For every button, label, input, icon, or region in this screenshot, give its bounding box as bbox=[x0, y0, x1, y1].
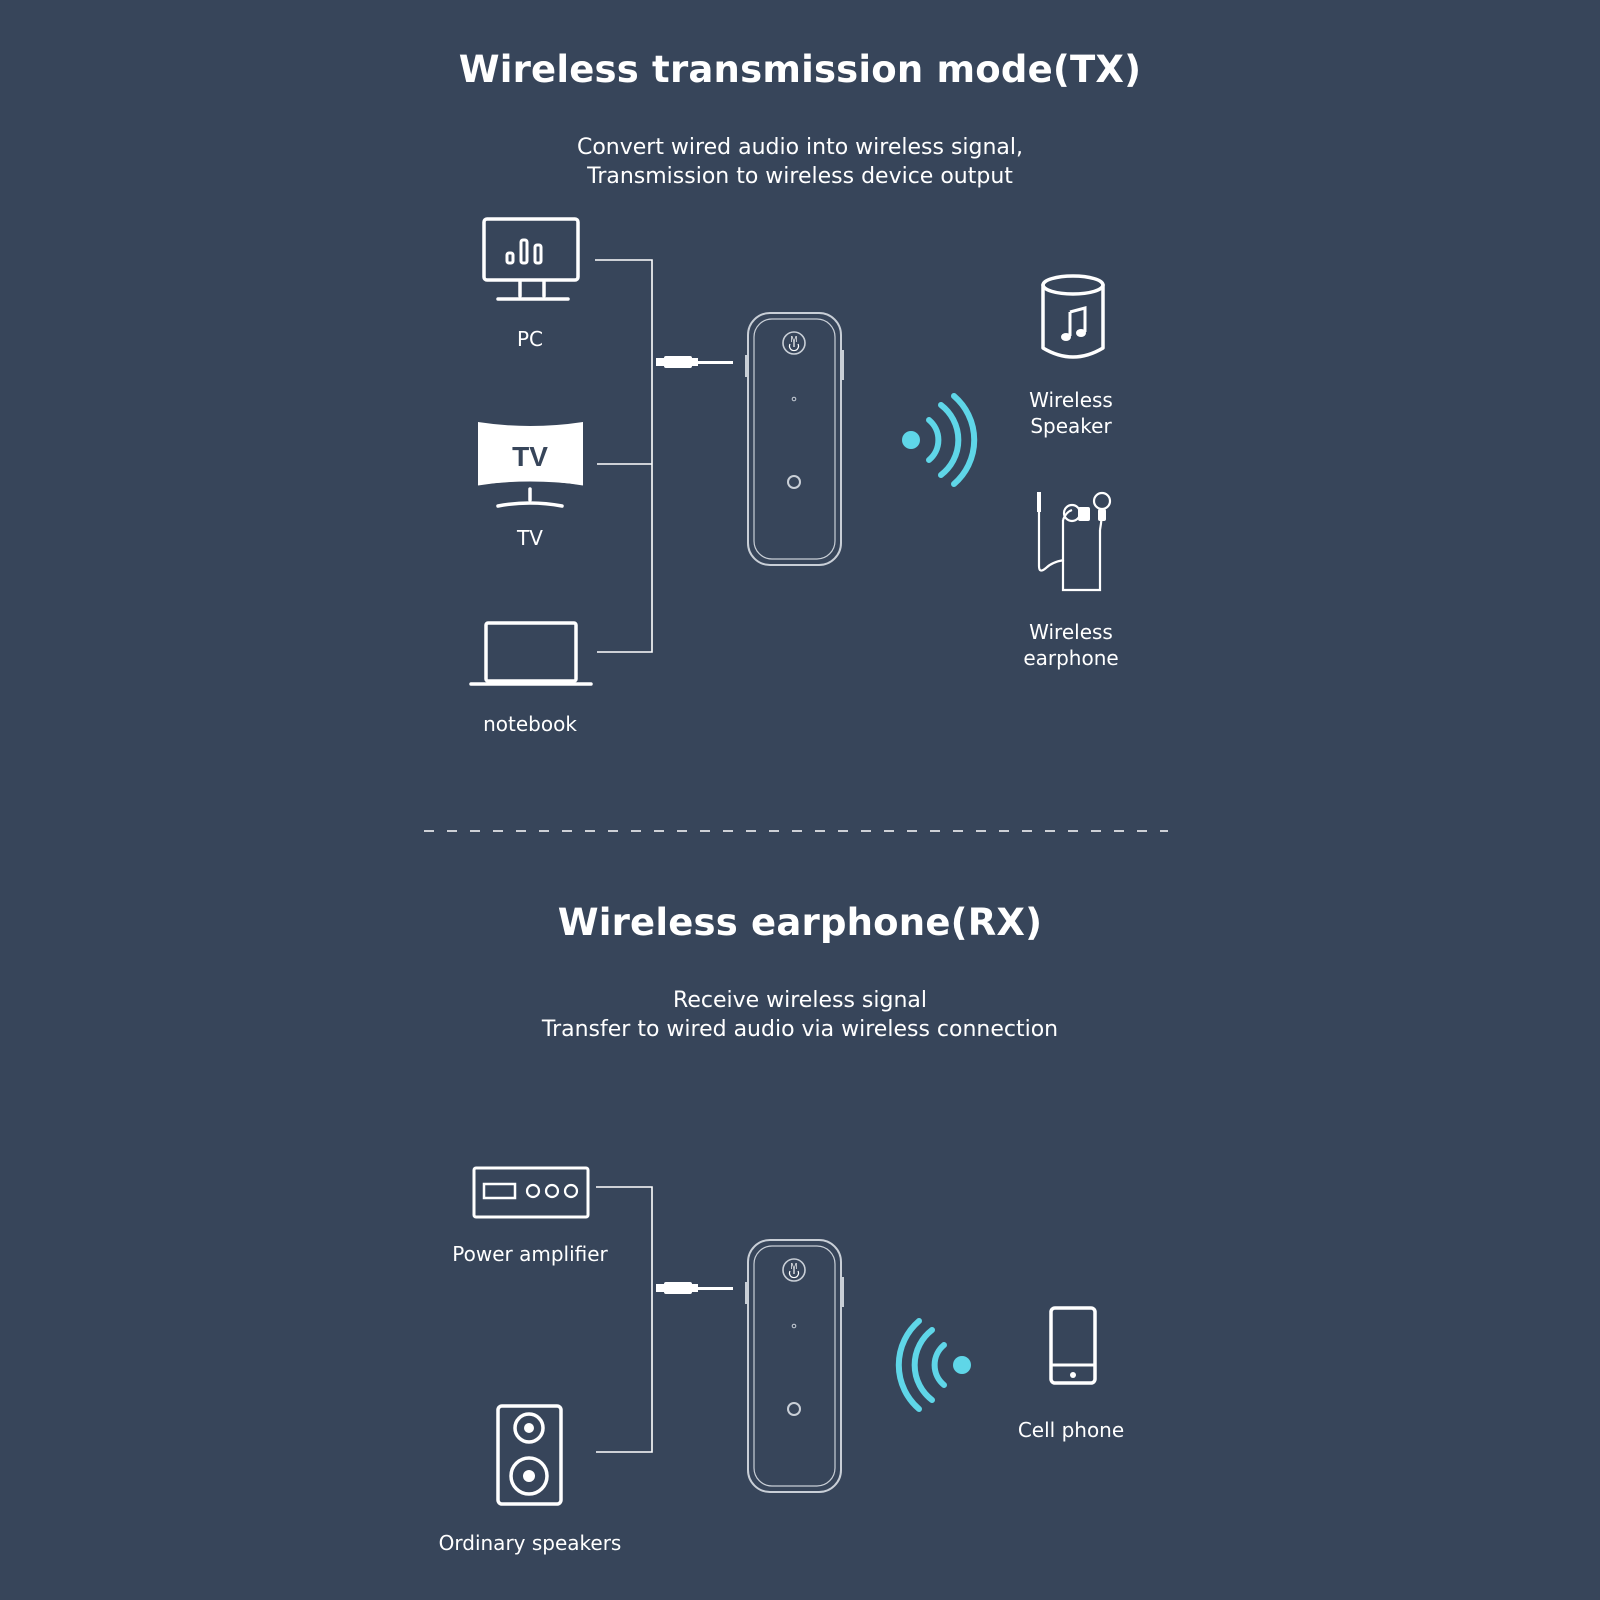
label-wireless-speaker: Wireless Speaker bbox=[971, 387, 1171, 440]
label-ordinary-speakers: Ordinary speakers bbox=[438, 1531, 622, 1555]
tx-subtitle-line-1: Convert wired audio into wireless signal… bbox=[576, 135, 1024, 160]
label-wireless-earphone-line-1: Wireless bbox=[1029, 620, 1113, 644]
amplifier-icon bbox=[472, 1166, 590, 1219]
label-cell-phone: Cell phone bbox=[1017, 1418, 1125, 1442]
loudspeaker-icon bbox=[496, 1404, 563, 1506]
tv-badge-text: TV bbox=[512, 441, 548, 472]
phone-icon bbox=[1049, 1306, 1097, 1385]
rx-output-connector bbox=[596, 1186, 653, 1453]
tx-source-connector bbox=[595, 259, 653, 653]
label-tv: TV bbox=[517, 526, 543, 550]
label-wireless-earphone: Wireless earphone bbox=[971, 619, 1171, 672]
tx-device-button-label: M bbox=[791, 335, 798, 344]
label-wireless-speaker-line-2: Speaker bbox=[1030, 414, 1112, 439]
laptop-icon bbox=[469, 621, 593, 686]
tv-icon: TV bbox=[477, 422, 584, 508]
label-wireless-earphone-line-2: earphone bbox=[1023, 646, 1119, 671]
label-power-amplifier: Power amplifier bbox=[452, 1242, 608, 1266]
rx-subtitle-line-2: Transfer to wired audio via wireless con… bbox=[541, 1017, 1059, 1043]
rx-subtitle-line-1: Receive wireless signal bbox=[673, 988, 927, 1013]
tx-subtitle: Convert wired audio into wireless signal… bbox=[0, 133, 1600, 191]
rx-device-button-label: M bbox=[791, 1262, 798, 1271]
tx-title: Wireless transmission mode(TX) bbox=[458, 48, 1142, 91]
rx-subtitle: Receive wireless signal Transfer to wire… bbox=[0, 986, 1600, 1044]
tx-adapter-device: M bbox=[745, 312, 844, 566]
tx-audio-jack-icon bbox=[656, 356, 733, 368]
rx-title: Wireless earphone(RX) bbox=[557, 901, 1043, 944]
rx-adapter-device: M bbox=[745, 1239, 844, 1493]
label-pc: PC bbox=[516, 327, 544, 351]
tx-subtitle-line-2: Transmission to wireless device output bbox=[587, 164, 1013, 190]
rx-audio-jack-icon bbox=[656, 1282, 733, 1294]
monitor-icon bbox=[482, 217, 580, 301]
rx-wireless-signal-icon bbox=[895, 1318, 971, 1412]
label-notebook: notebook bbox=[483, 712, 577, 736]
tx-wireless-signal-icon bbox=[902, 393, 978, 487]
speaker-icon bbox=[1041, 274, 1105, 359]
earphone-icon bbox=[1037, 491, 1112, 592]
label-wireless-speaker-line-1: Wireless bbox=[1029, 388, 1113, 412]
